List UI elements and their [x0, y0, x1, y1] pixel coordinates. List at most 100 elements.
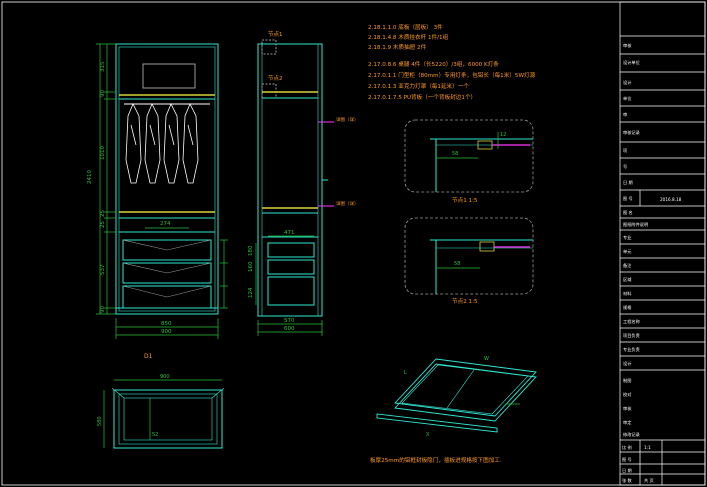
note-line-3: 2.18.1.9 木质抽屉 2件 [368, 43, 427, 51]
plan-view [103, 379, 225, 449]
title-row: 设计单位 [623, 59, 640, 66]
title-row: 区域 [623, 276, 632, 282]
dim-side-h3: 124 [248, 287, 254, 298]
title-row: 工程名称 [623, 318, 640, 325]
note-line-2: 2.18.1.4.8 木质挂衣杆 1件/1组 [368, 33, 449, 41]
dim-front-total-h: 2410 [87, 170, 93, 184]
dim-iso-l: L [404, 370, 407, 376]
drawer-1 [122, 239, 212, 261]
side-dimensions [255, 235, 323, 336]
title-bottom-label: 日 期 [622, 468, 632, 474]
dim-front-h5: 25 [100, 221, 106, 228]
title-row: 图纸附件说明 [623, 221, 648, 228]
dim-front-h3: 1010 [100, 146, 106, 160]
dim-side-h2: 160 [248, 261, 254, 272]
title-row: 号 [623, 164, 627, 170]
title-row: 日 期 [623, 180, 633, 186]
note-line-6: 2.17.0.1.3 亚克力灯罩（每1延米）一个 [368, 82, 469, 90]
dim-front-h1: 315 [100, 61, 106, 72]
title-row: 单位 [623, 95, 631, 102]
bottom-note: 板厚25mm的铝框封板隐门，插板进规格按下图加工. [370, 456, 502, 464]
dim-front-w-shelf: 274 [160, 221, 171, 227]
title-row: 备注 [623, 262, 632, 269]
drawer-opening-marks [122, 239, 212, 298]
front-dimension-labels: 2410 315 90 1010 25 25 537 90 274 850 90… [87, 61, 172, 335]
title-row: 规格 [623, 304, 632, 311]
title-row: 图 名 [623, 209, 633, 216]
title-row: 设计 [623, 79, 631, 86]
side-drawer-1 [267, 242, 315, 258]
title-row: 设计 [623, 360, 631, 367]
detail-1-labels: 58 12 节点1 1:5 [452, 132, 506, 204]
title-bottom-label: 图 号 [622, 457, 632, 463]
side-callout-1: 详图（详） [336, 116, 359, 123]
dim-side-w1: 471 [284, 230, 295, 236]
top-box [142, 63, 196, 89]
title-row: 审 [623, 111, 627, 118]
dim-det1-w: 58 [452, 151, 458, 157]
dim-front-h6: 537 [100, 264, 106, 275]
title-row: 项目负责 [623, 332, 640, 339]
dim-plan-d: 580 [97, 416, 103, 426]
title-row: 项 [623, 148, 628, 154]
plan-labels: 900 580 52 [97, 374, 170, 438]
dim-side-h1: 180 [248, 245, 254, 256]
title-row: 专业 [623, 234, 631, 241]
note-line-4: 2.17.0.8.6 桌腿 4件（长5220）/3组，6000 K灯条 [368, 60, 499, 68]
title-bottom-label: 张 数 [622, 477, 633, 484]
title-row: 单元 [623, 248, 631, 255]
detail-callout-1 [261, 39, 277, 55]
side-label-1: 节点1 [268, 30, 283, 38]
side-carcass [257, 43, 323, 317]
title-block [619, 1, 706, 486]
front-carcass-inner [118, 46, 216, 312]
title-row: 图 号 [623, 196, 633, 202]
title-row: 审核 [623, 42, 632, 49]
side-label-2: 节点2 [268, 74, 283, 82]
dim-iso-w: W [484, 356, 489, 362]
title-row: 校对 [623, 391, 631, 398]
front-elevation [115, 43, 219, 315]
dim-front-h2: 90 [100, 90, 106, 97]
title-sheet-value: 2016.8.18 [660, 197, 682, 202]
detail-1 [404, 119, 534, 193]
front-dimensions [96, 43, 228, 339]
title-row: 专业负责 [623, 346, 640, 353]
dim-front-h7: 90 [100, 306, 106, 313]
title-row: 审核 [623, 405, 632, 412]
dim-front-h4: 25 [100, 210, 106, 217]
note-line-7: 2.17.0.1.7.5 PU背板（一个背板封边1个） [368, 93, 476, 101]
title-row: 制图 [623, 377, 631, 384]
title-row: 审定 [623, 419, 631, 426]
detail-2 [404, 217, 534, 295]
dim-det1-h: 12 [500, 132, 506, 138]
d1-label: D1 [144, 353, 153, 360]
dim-side-w3: 600 [284, 326, 295, 332]
title-bottom-label: 比 例 [622, 444, 632, 451]
title-row: 材料 [623, 290, 632, 297]
dim-side-w2: 570 [284, 318, 295, 324]
side-elevation [257, 39, 334, 317]
drawer-2 [122, 262, 212, 284]
side-drawer-3 [267, 276, 315, 306]
material-notes: 2.18.1.1.0 底板（层板） 3件 2.18.1.4.8 木质挂衣杆 1件… [368, 23, 536, 101]
note-line-5: 2.17.0.1.1 门型柜（80mm）专用灯条，包铝长（每1米）5W灯源 [368, 71, 536, 79]
garments [125, 103, 199, 184]
detail-2-labels: 58 节点2 1:5 [452, 261, 478, 305]
dim-det2-w: 58 [454, 261, 460, 267]
side-drawer-2 [267, 259, 315, 275]
detail-1-label: 节点1 1:5 [452, 196, 478, 204]
dim-plan-w: 900 [160, 374, 170, 380]
title-row: 审核记录 [623, 129, 640, 136]
iso-labels: W L X [404, 356, 489, 438]
detail-callout-2 [261, 83, 277, 99]
dim-front-w-inner: 850 [161, 321, 172, 327]
dim-plan-inner: 52 [152, 432, 158, 438]
title-row: 修改记录 [623, 431, 640, 438]
isometric-tray [376, 358, 537, 433]
dim-iso-x: X [426, 432, 430, 438]
